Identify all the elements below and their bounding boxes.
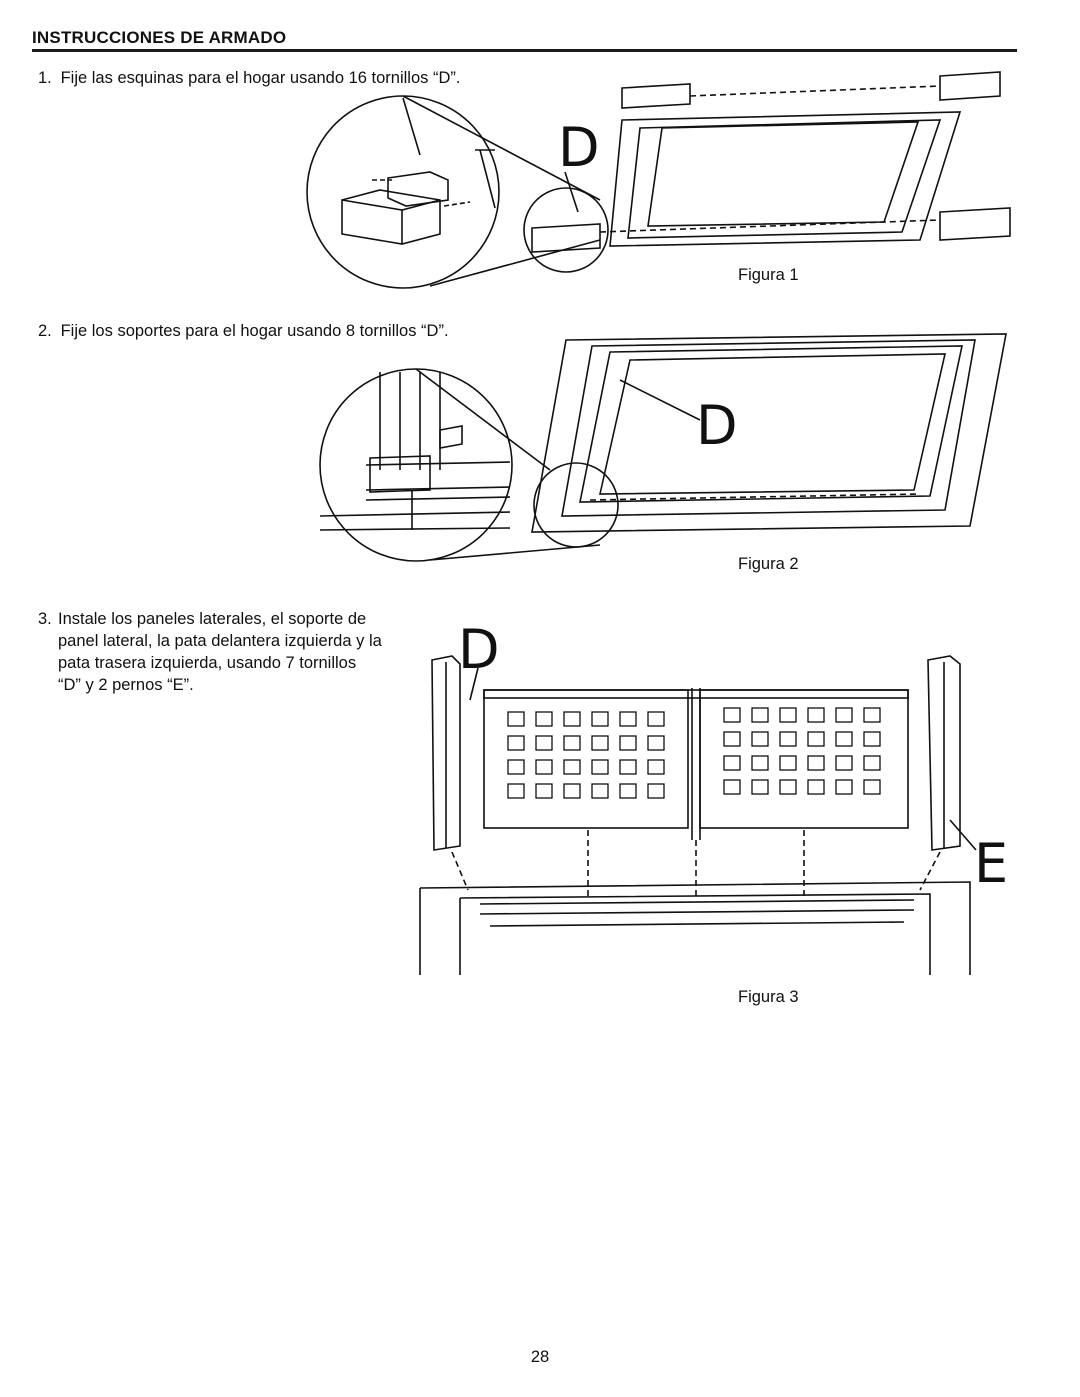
page-number: 28 (530, 1348, 550, 1366)
figure-1-detail-circle (523, 187, 609, 273)
figure-3-callout-e: E (974, 832, 1008, 895)
figure-3-illustration: D E (419, 618, 1008, 975)
figure-3-callout-d: D (458, 618, 500, 681)
figure-1-callout-d: D (558, 116, 600, 179)
page-header: INSTRUCCIONES DE ARMADO (32, 28, 287, 47)
step-3-number: 3. (38, 610, 52, 628)
figure-2-illustration: D (319, 333, 1007, 562)
panel-vent-grid (507, 707, 881, 799)
step-3: 3. Instale los paneles laterales, el sop… (38, 608, 383, 696)
figure-3-caption: Figura 3 (738, 988, 799, 1006)
step-1-text: Fije las esquinas para el hogar usando 1… (60, 69, 461, 87)
figure-2-zoom-circle (319, 368, 513, 562)
step-2: 2. Fije los soportes para el hogar usand… (38, 320, 449, 342)
header-rule (32, 49, 1017, 52)
step-2-number: 2. (38, 322, 52, 340)
step-3-text: Instale los paneles laterales, el soport… (58, 610, 382, 694)
figure-1-caption: Figura 1 (738, 266, 799, 284)
figure-2-caption: Figura 2 (738, 555, 799, 573)
step-1: 1. Fije las esquinas para el hogar usand… (38, 67, 460, 89)
figure-1-zoom-circle (306, 95, 500, 289)
figure-2-detail-circle (533, 462, 619, 548)
step-1-number: 1. (38, 69, 52, 87)
figure-1-illustration: D (306, 71, 1011, 289)
step-2-text: Fije los soportes para el hogar usando 8… (60, 322, 449, 340)
figure-2-callout-d: D (696, 394, 738, 457)
